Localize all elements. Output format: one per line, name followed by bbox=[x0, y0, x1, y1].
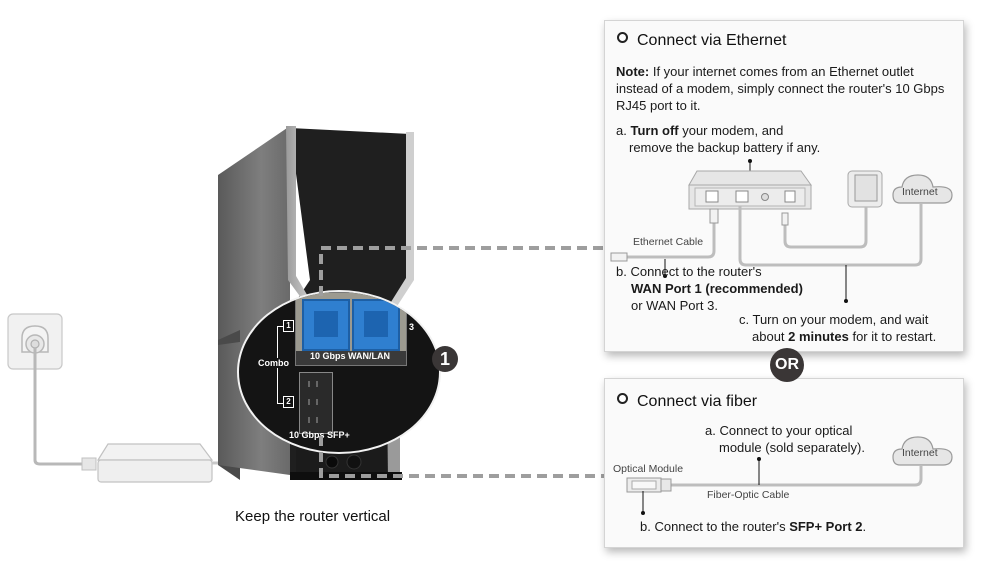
step-badge-1: 1 bbox=[432, 346, 458, 372]
fiber-step-a-line-2: module (sold separately). bbox=[719, 440, 865, 455]
power-adapter-icon bbox=[96, 443, 214, 483]
optical-module-icon bbox=[626, 477, 672, 493]
internet-cloud-icon bbox=[892, 436, 953, 466]
combo-label: Combo bbox=[257, 358, 290, 368]
sfp-port-label: 10 Gbps SFP+ bbox=[289, 430, 350, 440]
wan-port-3 bbox=[352, 299, 400, 351]
fiber-step-a-line-1: a. Connect to your optical bbox=[705, 423, 853, 438]
ethernet-panel-title: Connect via Ethernet bbox=[617, 32, 786, 50]
note-line-2: instead of a modem, simply connect the r… bbox=[616, 81, 945, 96]
ethernet-panel: Connect via Ethernet Note: If your inter… bbox=[604, 20, 964, 352]
step-b-line-2: WAN Port 1 (recommended) bbox=[631, 281, 803, 296]
port-number-1: 1 bbox=[283, 320, 294, 332]
bullet-icon bbox=[617, 32, 628, 43]
note-line-3: RJ45 port to it. bbox=[616, 98, 701, 113]
modem-power-adapter-icon bbox=[847, 170, 883, 208]
step-b-line-3: or WAN Port 3. bbox=[631, 298, 718, 313]
internet-label: Internet bbox=[902, 186, 938, 198]
fiber-panel-title: Connect via fiber bbox=[617, 393, 757, 411]
internet-cloud-icon bbox=[892, 174, 953, 204]
fiber-internet-label: Internet bbox=[902, 447, 938, 459]
fiber-diagram bbox=[626, 436, 953, 515]
step-a-line-1: a. Turn off your modem, and bbox=[616, 123, 784, 138]
note-line-1: Note: If your internet comes from an Eth… bbox=[616, 64, 914, 79]
ethernet-cable-label: Ethernet Cable bbox=[633, 236, 704, 248]
router-caption: Keep the router vertical bbox=[235, 508, 391, 525]
step-c-line-1: c. Turn on your modem, and wait bbox=[739, 312, 929, 327]
step-c-line-2: about 2 minutes for it to restart. bbox=[752, 329, 937, 344]
modem-diagram bbox=[610, 159, 953, 303]
optical-module-label: Optical Module bbox=[613, 463, 684, 475]
port-zoom-callout: 10 Gbps WAN/LAN 10 Gbps SFP+ 1 2 Combo 3 bbox=[237, 290, 441, 454]
step-a-line-2: remove the backup battery if any. bbox=[629, 140, 821, 155]
or-badge: OR bbox=[770, 348, 804, 382]
port-number-2: 2 bbox=[283, 396, 294, 408]
bullet-icon bbox=[617, 393, 628, 404]
wan-port-1 bbox=[302, 299, 350, 351]
fiber-panel: Connect via fiber a. Connect to your opt… bbox=[604, 378, 964, 548]
step-b-line-1: b. Connect to the router's bbox=[616, 264, 762, 279]
wan-lan-port-label: 10 Gbps WAN/LAN bbox=[310, 351, 391, 361]
fiber-step-b: b. Connect to the router's SFP+ Port 2. bbox=[640, 519, 867, 534]
sfp-port-2 bbox=[299, 372, 333, 434]
fiber-cable-label: Fiber-Optic Cable bbox=[707, 489, 790, 501]
rj45-port-block: 10 Gbps WAN/LAN bbox=[295, 292, 407, 366]
modem-icon bbox=[688, 170, 812, 210]
port-number-3: 3 bbox=[409, 322, 415, 332]
